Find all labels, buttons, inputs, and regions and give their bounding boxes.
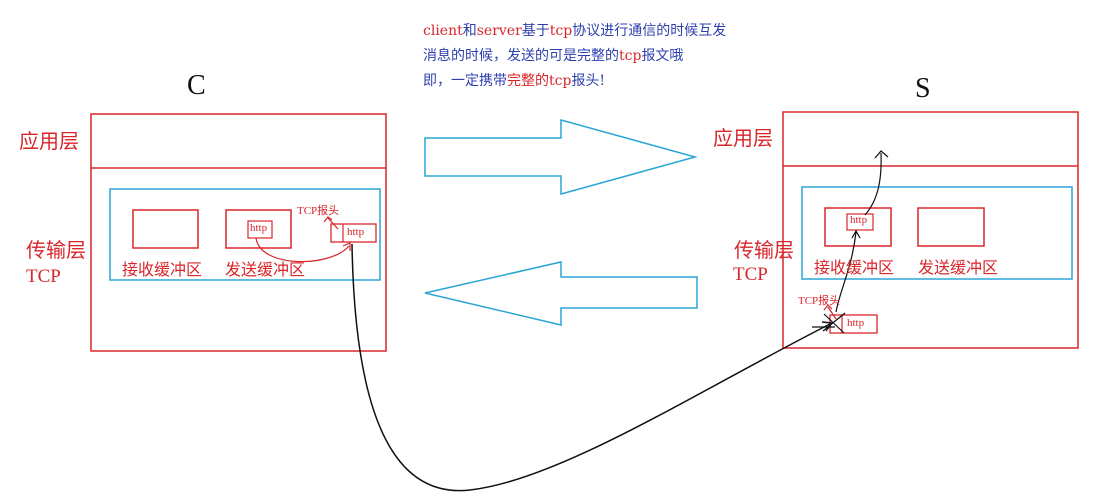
client-recv-buffer-box xyxy=(132,209,199,249)
server-recv-buffer-label: 接收缓冲区 xyxy=(814,258,895,277)
server-transport-layer-label: 传输层 xyxy=(734,238,794,262)
server-send-buffer-box xyxy=(917,207,985,247)
client-packet-box xyxy=(330,223,377,243)
network-transfer-curve xyxy=(351,243,831,492)
server-tcp-header-pointer-arrowhead xyxy=(823,304,833,311)
note-word-tcp: tcp xyxy=(549,73,572,89)
server-title: S xyxy=(915,73,931,104)
server-header-strip-mark xyxy=(822,312,846,334)
client-host-box xyxy=(90,113,387,352)
server-http-label: http xyxy=(850,214,868,226)
client-tcp-header-label: TCP报头 xyxy=(297,205,340,217)
note-text: 基于 xyxy=(521,23,550,39)
note-text: 即，一定携带 xyxy=(423,73,507,89)
client-recv-buffer-label: 接收缓冲区 xyxy=(122,260,203,279)
server-packet-http-label: http xyxy=(847,317,865,329)
note-text: 报头! xyxy=(571,73,606,89)
client-encapsulation-curve xyxy=(255,237,350,263)
server-host-box xyxy=(782,111,1079,349)
client-encapsulation-arrowhead xyxy=(342,242,351,251)
note-text: 协议进行通信的时候互发 xyxy=(572,23,727,39)
client-send-buffer-box xyxy=(225,209,292,249)
note-word-client: client xyxy=(423,23,463,39)
annotation-note: client和server基于tcp协议进行通信的时候互发 消息的时候，发送的可… xyxy=(423,19,726,94)
client-tcp-header-pointer-arrowhead xyxy=(323,216,333,223)
note-word-tcp: tcp xyxy=(549,23,573,39)
client-title: C xyxy=(187,70,206,101)
client-tcp-header-pointer xyxy=(327,217,339,230)
server-deliver-to-app-path xyxy=(864,152,882,216)
client-transport-layer-label: 传输层 xyxy=(26,238,86,262)
network-transfer-arrowhead xyxy=(821,321,834,332)
note-line-1: client和server基于tcp协议进行通信的时候互发 xyxy=(423,19,726,44)
client-transport-box xyxy=(109,188,381,281)
arrow-client-to-server xyxy=(424,119,698,195)
server-deliver-to-app-arrowhead xyxy=(874,150,889,159)
arrow-server-to-client xyxy=(424,261,698,326)
client-http-label: http xyxy=(250,222,268,234)
server-deliver-to-buffer-path xyxy=(835,231,857,313)
server-tcp-header-label: TCP报头 xyxy=(798,295,841,307)
server-transport-box xyxy=(801,186,1073,280)
server-tcp-label: TCP xyxy=(733,264,768,285)
server-tcp-header-pointer xyxy=(827,306,837,320)
note-emphasis: 完整的 xyxy=(507,73,549,89)
client-send-buffer-label: 发送缓冲区 xyxy=(225,260,306,279)
note-line-2: 消息的时候，发送的可是完整的tcp报文哦 xyxy=(423,44,726,69)
client-http-box xyxy=(247,220,273,239)
server-app-layer-label: 应用层 xyxy=(713,126,773,150)
client-tcp-label: TCP xyxy=(26,266,61,287)
note-line-3: 即，一定携带完整的tcp报头! xyxy=(423,69,726,94)
note-word-tcp: tcp xyxy=(619,48,642,64)
server-http-box xyxy=(846,213,874,231)
note-text: 消息的时候，发送的可是完整的 xyxy=(423,48,619,64)
client-packet-http-label: http xyxy=(347,226,365,238)
note-text: 报文哦 xyxy=(641,48,684,64)
note-word-server: server xyxy=(476,23,522,39)
server-send-buffer-label: 发送缓冲区 xyxy=(918,258,999,277)
server-recv-buffer-box xyxy=(824,207,892,247)
client-app-layer-label: 应用层 xyxy=(19,129,79,153)
server-deliver-to-buffer-arrowhead xyxy=(851,229,861,239)
note-text: 和 xyxy=(462,23,477,39)
